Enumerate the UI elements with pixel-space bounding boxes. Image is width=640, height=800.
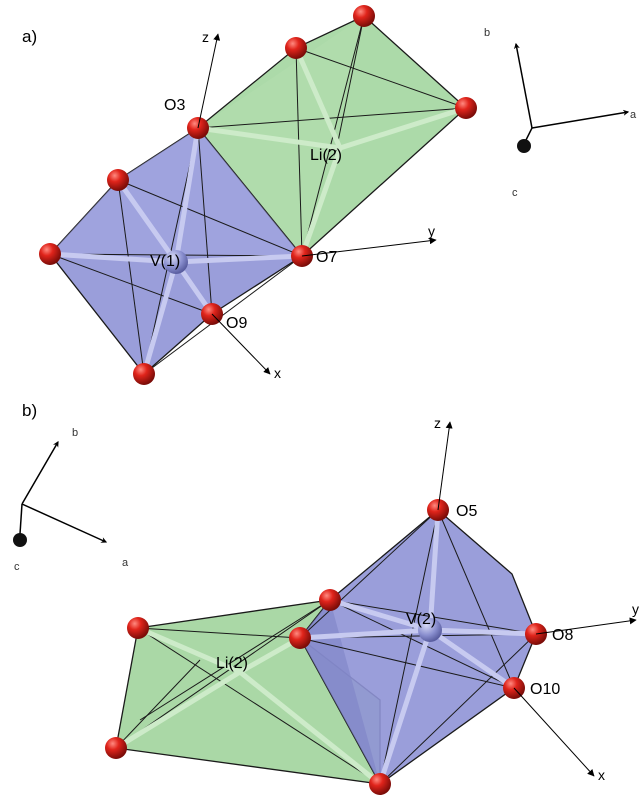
crystal-axis-a-label-b: a: [122, 557, 129, 569]
crystal-axis-c-label-b: c: [14, 561, 20, 573]
local-axes-b: [437, 421, 637, 777]
oxygen-atom: [369, 773, 391, 795]
axis-y-label-b: y: [632, 601, 639, 617]
li-polyhedron-a: [195, 15, 469, 259]
panel-a-label: a): [22, 27, 37, 46]
axis-x-label-a: x: [274, 365, 281, 381]
crystal-axis-b-label-a: b: [484, 27, 490, 39]
atom-label-v1: V(1): [150, 253, 180, 270]
oxygen-atom: [285, 37, 307, 59]
oxygen-atom-o3: [187, 117, 209, 139]
atom-label-o7: O7: [316, 249, 337, 266]
axis-y-label-a: y: [428, 223, 435, 239]
axis-z-label-b: z: [434, 415, 441, 431]
oxygen-atom: [105, 737, 127, 759]
oxygen-atoms-a: [39, 5, 477, 385]
oxygen-atom: [353, 5, 375, 27]
panel-b-label: b): [22, 401, 37, 420]
atom-label-li2-a: Li(2): [310, 147, 342, 164]
vanadium-atom-b: [418, 618, 442, 642]
axis-z-label-a: z: [202, 29, 209, 45]
atom-label-o8: O8: [552, 627, 573, 644]
crystal-axis-b-label-b: b: [72, 427, 78, 439]
oxygen-atom: [39, 243, 61, 265]
local-axes-a: [197, 33, 437, 375]
atom-label-v2: V(2): [406, 611, 436, 628]
c-axis-dot-b: [13, 533, 27, 547]
oxygen-atom: [107, 169, 129, 191]
li-polyhedron-b: [113, 599, 383, 787]
crystal-axes-a: [513, 42, 630, 145]
panel-b: b) b a c: [13, 401, 639, 795]
crystal-axes-b: [19, 440, 108, 543]
crystal-axis-a-label-a: a: [630, 109, 637, 121]
panel-a: a): [22, 5, 637, 385]
axis-x-label-b: x: [598, 767, 605, 783]
c-axis-dot-a: [517, 139, 531, 153]
atom-label-o3: O3: [164, 97, 185, 114]
oxygen-atom: [319, 589, 341, 611]
atom-label-o10: O10: [530, 681, 560, 698]
oxygen-atom: [133, 363, 155, 385]
oxygen-atom: [289, 627, 311, 649]
vanadium-atom-a: [164, 250, 188, 274]
oxygen-atom: [127, 617, 149, 639]
atom-label-o5: O5: [456, 503, 477, 520]
oxygen-atom: [455, 97, 477, 119]
atom-label-li2-b: Li(2): [216, 655, 248, 672]
oxygen-atom-o7: [291, 245, 313, 267]
atom-label-o9: O9: [226, 315, 247, 332]
v-polyhedron-b: [297, 507, 539, 787]
crystal-axis-c-label-a: c: [512, 187, 518, 199]
